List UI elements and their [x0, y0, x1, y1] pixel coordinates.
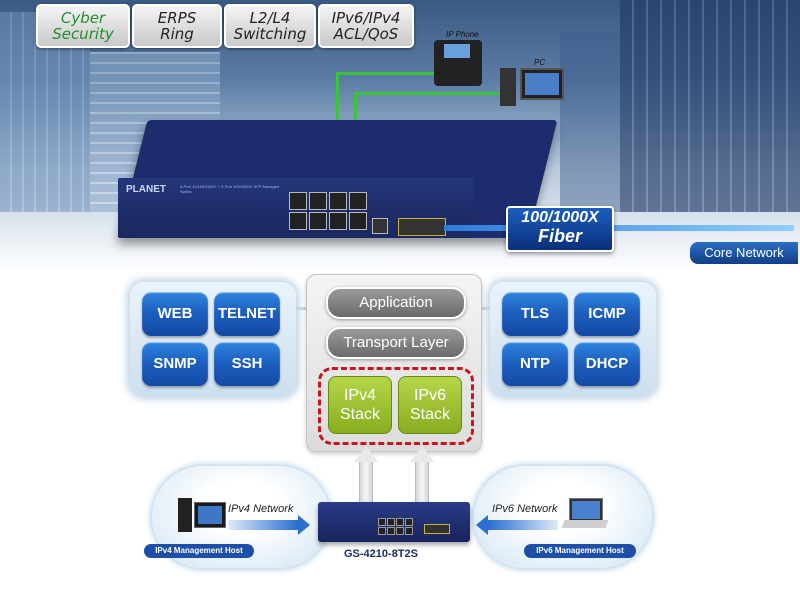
protocol-web: WEB: [142, 292, 208, 336]
dual-stack-outline: [318, 367, 474, 445]
feature-line2: Switching: [233, 25, 307, 43]
ipv4-host-badge: IPv4 Management Host: [144, 544, 254, 558]
ipv4-stack-line2: Stack: [339, 406, 380, 423]
feature-badge-erps-ring: ERPS Ring: [132, 4, 222, 48]
ip-phone-label: IP Phone: [446, 30, 479, 39]
ethernet-port: [289, 212, 307, 230]
ethernet-port: [349, 192, 367, 210]
ethernet-port: [309, 192, 327, 210]
feature-line2: Ring: [160, 25, 194, 43]
feature-badge-switching: L2/L4 Switching: [224, 4, 316, 48]
fiber-badge-line2: Fiber: [537, 226, 582, 246]
transport-layer: Transport Layer: [326, 327, 466, 359]
fiber-badge: 100/1000X Fiber: [506, 206, 614, 252]
ethernet-port: [329, 192, 347, 210]
ip-phone-icon: [434, 40, 482, 86]
ipv6-host-badge: IPv6 Management Host: [524, 544, 636, 558]
protocol-telnet: TELNET: [214, 292, 280, 336]
fiber-cable: [444, 225, 794, 231]
pc-label: PC: [534, 58, 546, 67]
ipv4-flow-arrow: [228, 515, 310, 535]
protocol-tls: TLS: [502, 292, 568, 336]
laptop-icon: [561, 498, 609, 534]
ipv4-stack: IPv4 Stack: [328, 376, 392, 434]
protocol-ntp: NTP: [502, 342, 568, 386]
arrow-up-icon: [354, 446, 378, 462]
ipv4-stack-line1: IPv4: [343, 387, 376, 404]
ipv6-stack-line2: Stack: [409, 406, 450, 423]
switch-brand-logo: PLANET: [126, 184, 166, 195]
feature-line1: Cyber: [60, 9, 106, 27]
ipv6-flow-arrow: [476, 515, 558, 535]
server-rack: [620, 0, 800, 212]
feature-line2: Security: [52, 25, 114, 43]
feature-line2: ACL/QoS: [333, 25, 399, 43]
core-network-label: Core Network: [690, 242, 798, 264]
pc-icon: [500, 68, 564, 106]
ipv6-stack-line1: IPv6: [413, 387, 446, 404]
feature-badge-cyber-security: Cyber Security: [36, 4, 130, 48]
arrow-up-shaft: [415, 462, 429, 505]
feature-line1: L2/L4: [249, 9, 291, 27]
switch-model-label: GS-4210-8T2S: [344, 548, 418, 560]
arrow-up-icon: [410, 446, 434, 462]
ethernet-port: [349, 212, 367, 230]
feature-badge-acl-qos: IPv6/IPv4 ACL/QoS: [318, 4, 414, 48]
fiber-badge-line1: 100/1000X: [521, 209, 599, 226]
ipv4-network-label: IPv4 Network: [228, 503, 294, 515]
server-rack-2: [560, 32, 620, 212]
ipv6-network-label: IPv6 Network: [492, 503, 558, 515]
switch-port-block: [289, 192, 369, 230]
feature-line1: IPv6/IPv4: [331, 9, 401, 27]
switch-device-icon: [318, 502, 470, 542]
feature-line1: ERPS: [157, 9, 197, 27]
ethernet-port: [329, 212, 347, 230]
ethernet-port: [309, 212, 327, 230]
arrow-up-shaft: [359, 462, 373, 505]
switch-description: 8-Port 10/100/1000T + 2-Port 100/1000X S…: [180, 184, 280, 194]
protocol-icmp: ICMP: [574, 292, 640, 336]
protocol-dhcp: DHCP: [574, 342, 640, 386]
ethernet-port: [289, 192, 307, 210]
protocol-ssh: SSH: [214, 342, 280, 386]
desktop-computer-icon: [178, 498, 226, 534]
protocol-snmp: SNMP: [142, 342, 208, 386]
sfp-ports: [398, 218, 446, 236]
ipv6-stack: IPv6 Stack: [398, 376, 462, 434]
console-port: [372, 218, 388, 234]
application-layer: Application: [326, 287, 466, 319]
